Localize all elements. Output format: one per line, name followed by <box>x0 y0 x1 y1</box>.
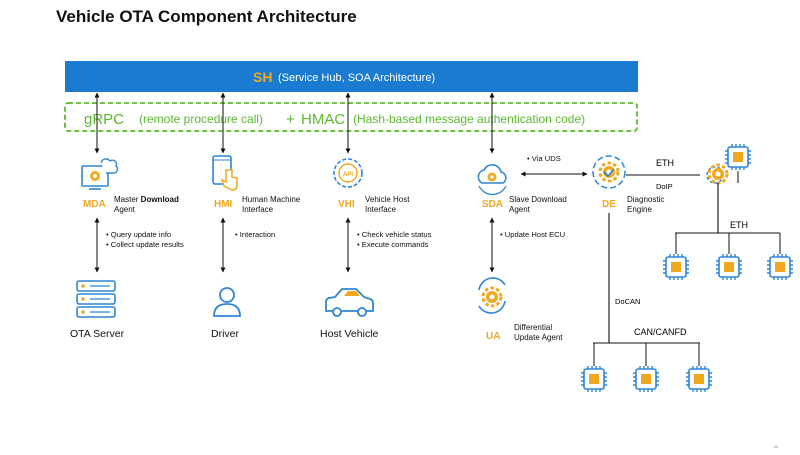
sh-description: (Service Hub, SOA Architecture) <box>278 72 435 84</box>
de-desc-line2: Engine <box>627 205 652 214</box>
ota-server-label: OTA Server <box>70 328 125 340</box>
eth-top-ecu-icon <box>724 143 752 171</box>
vhi-bullet-2: • Execute commands <box>357 240 429 249</box>
de-abbr: DE <box>602 199 616 210</box>
refresh-gear-icon <box>478 277 506 314</box>
sda-desc-line2: Agent <box>509 205 531 214</box>
mda-abbr: MDA <box>83 199 106 210</box>
de-desc-line1: Diagnostic <box>627 195 664 204</box>
can-bus-label: CAN/CANFD <box>634 327 687 337</box>
can-ecu-icon <box>685 365 713 393</box>
service-hub-bar <box>65 61 638 92</box>
eth-ecu-icon <box>715 253 743 281</box>
sda-desc-line1: Slave Download <box>509 195 567 204</box>
grpc-label: gRPC <box>84 111 124 128</box>
vhi-bullet-1: • Check vehicle status <box>357 230 432 239</box>
mda-desc-line1: Master Download <box>114 195 179 204</box>
ua-desc-line1: Differential <box>514 323 552 332</box>
docan-label: DoCAN <box>615 297 640 306</box>
hmi-desc-line2: Interface <box>242 205 274 214</box>
eth-top-label: ETH <box>656 158 674 168</box>
mda-desc-line2: Agent <box>114 205 136 214</box>
sda-bullet-1: • Update Host ECU <box>500 230 565 239</box>
hmi-desc-line1: Human Machine <box>242 195 301 204</box>
can-ecu-icon <box>632 365 660 393</box>
car-icon <box>325 288 374 317</box>
cloud-sync-icon <box>477 164 507 196</box>
hmac-label: HMAC <box>301 111 345 128</box>
vhi-abbr: VHI <box>338 199 355 210</box>
plus-sign: + <box>286 111 295 128</box>
mda-bullet-2: • Collect update results <box>106 240 184 249</box>
page-number: 30 <box>773 444 778 449</box>
page-title: Vehicle OTA Component Architecture <box>56 7 357 26</box>
eth-bus-label: ETH <box>730 220 748 230</box>
eth-ecu-icon <box>766 253 794 281</box>
gateway-icon <box>706 163 729 185</box>
driver-icon <box>213 287 241 317</box>
grpc-description: (remote procedure call) <box>139 112 263 126</box>
ua-desc-line2: Update Agent <box>514 333 563 342</box>
driver-label: Driver <box>211 328 240 340</box>
via-uds-label: • Via UDS <box>527 154 561 163</box>
hmac-description: (Hash-based message authentication code) <box>353 112 585 126</box>
doip-label: DoIP <box>656 182 673 191</box>
ua-abbr: UA <box>486 331 500 342</box>
host-vehicle-label: Host Vehicle <box>320 328 379 340</box>
can-ecu-icon <box>580 365 608 393</box>
mda-icon <box>81 158 119 190</box>
hmi-bullet-1: • Interaction <box>235 230 275 239</box>
mda-bullet-1: • Query update info <box>106 230 171 239</box>
sh-abbr: SH <box>253 69 272 85</box>
eth-ecu-icon <box>662 253 690 281</box>
grpc-hmac-box <box>64 102 638 132</box>
sda-abbr: SDA <box>482 199 503 210</box>
hmi-abbr: HMI <box>214 199 233 210</box>
vhi-desc-line1: Vehicle Host <box>365 195 410 204</box>
diagnostic-gear-icon <box>592 155 626 189</box>
api-gear-icon: API <box>333 158 363 188</box>
svg-text:API: API <box>343 172 353 178</box>
server-icon <box>76 280 116 318</box>
vhi-desc-line2: Interface <box>365 205 397 214</box>
touch-screen-icon <box>212 155 238 191</box>
